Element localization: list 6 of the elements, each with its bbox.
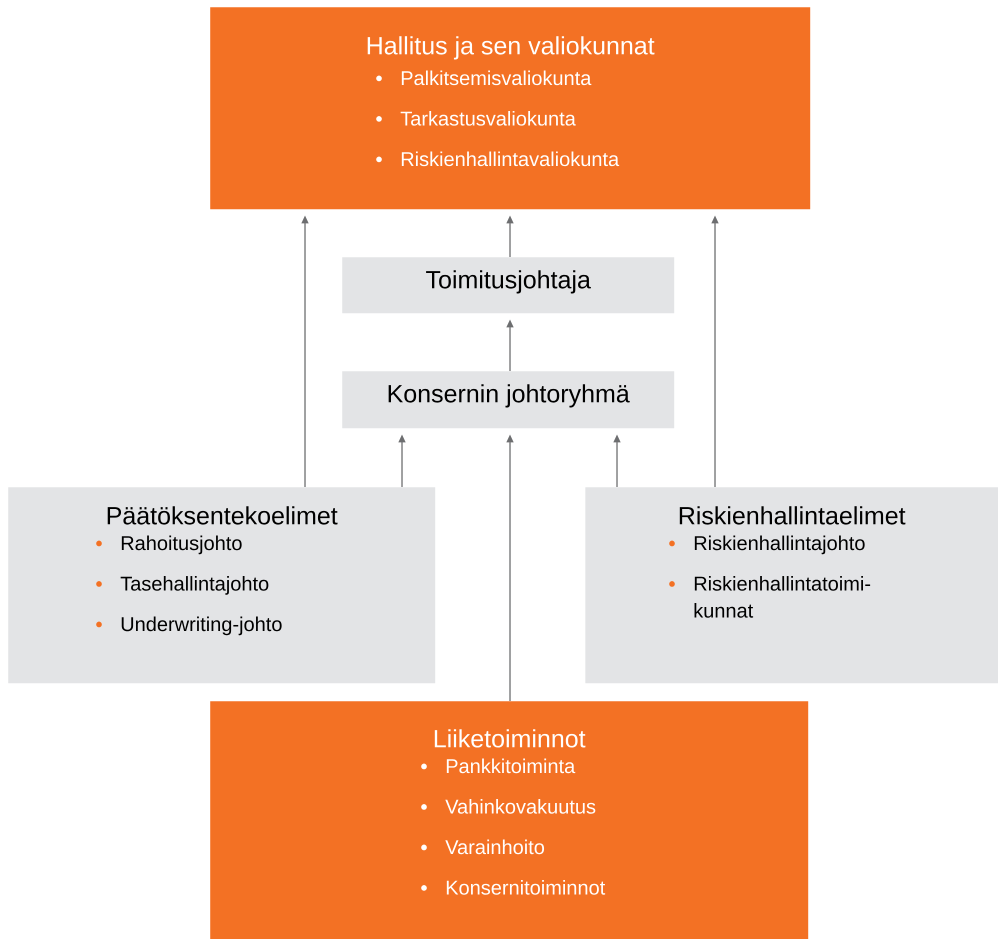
- process-box: Liiketoiminnot Pankkitoiminta Vahinkovakuutus Varainhoito Konsernitoiminnot: [210, 701, 808, 939]
- process-box: Toimitusjohtaja: [342, 257, 674, 314]
- process-box: Konsernin johtoryhmä: [342, 371, 674, 428]
- process-box: Päätöksentekoelimet Rahoitusjohto Tasehallintajohto Underwriting-johto: [8, 487, 436, 684]
- process-box: Riskienhallintaelimet Riskienhallintajohto Riskienhallintatoimi- kunnat: [585, 487, 998, 684]
- process-box: Hallitus ja sen valiokunnat Palkitsemisvaliokunta Tarkastusvaliokunta Riskienhallintavaliokunta: [210, 7, 810, 210]
